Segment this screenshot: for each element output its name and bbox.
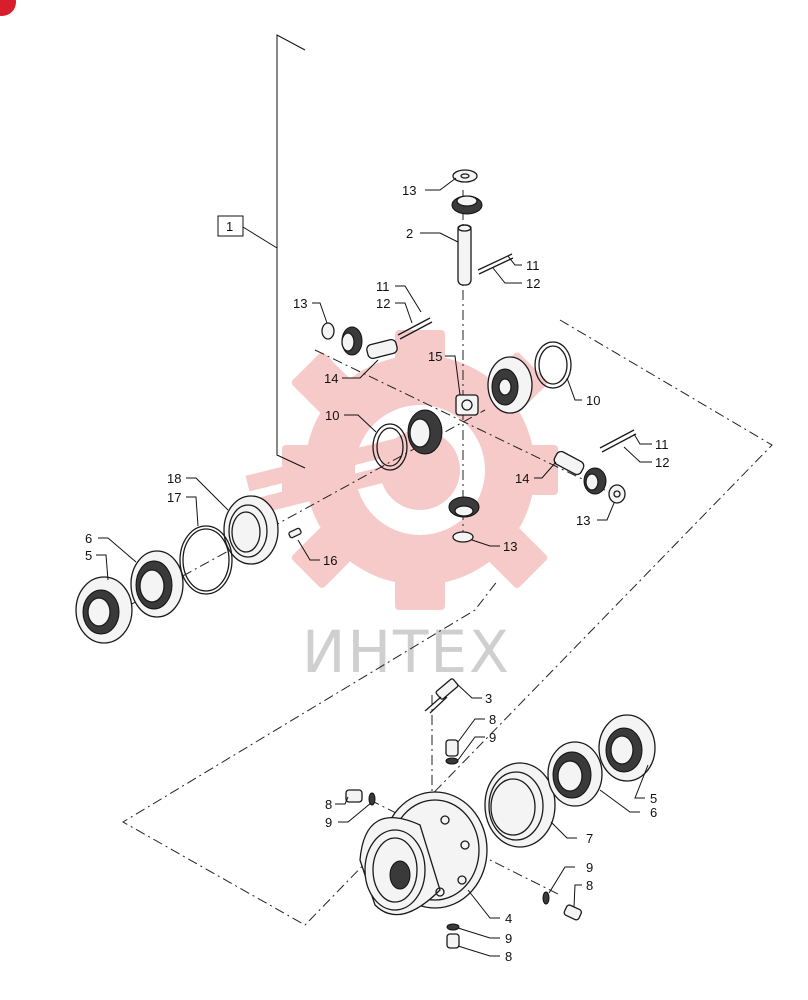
callout-9-bottom: 9 <box>505 931 512 946</box>
callout-8-left: 8 <box>325 797 332 812</box>
callout-13-bottom: 13 <box>503 539 517 554</box>
pin-left <box>397 317 433 340</box>
pinion-gear-left <box>341 326 363 356</box>
callout-18: 18 <box>167 471 181 486</box>
callout-2: 2 <box>406 226 413 241</box>
shaft-left <box>366 338 398 360</box>
callout-6-left: 6 <box>85 531 92 546</box>
washer-9-upper <box>445 757 459 765</box>
washer-9-left <box>368 792 376 806</box>
callout-14-left: 14 <box>324 371 338 386</box>
callout-14-right: 14 <box>515 471 529 486</box>
callout-12-left: 12 <box>376 296 390 311</box>
callout-labels: 13 2 11 12 11 12 13 14 15 10 10 11 12 14… <box>85 183 669 964</box>
ring-7 <box>484 762 556 848</box>
bolt-3 <box>424 678 459 714</box>
plug-8-bottom <box>446 933 460 949</box>
callout-11-right: 11 <box>655 437 669 452</box>
callout-8-bottom: 8 <box>505 949 512 964</box>
callout-7: 7 <box>586 831 593 846</box>
pin-right <box>599 429 637 453</box>
callout-13-top: 13 <box>402 183 416 198</box>
plug-8-right <box>563 904 583 921</box>
shaft-right <box>553 450 585 476</box>
callout-13-right: 13 <box>576 513 590 528</box>
pinion-gear-right <box>583 467 607 495</box>
washer-9-bottom <box>446 923 460 931</box>
assembly-label-box <box>217 215 244 237</box>
spider-block <box>455 394 479 416</box>
bearing-6-left <box>130 550 184 618</box>
corner-badge <box>0 0 16 16</box>
callout-11-left: 11 <box>376 279 390 294</box>
callout-8-right: 8 <box>586 878 593 893</box>
callout-9-upper: 9 <box>489 730 496 745</box>
side-gear-top <box>451 195 483 215</box>
thrust-washer-right <box>608 484 626 504</box>
snap-ring-17 <box>179 525 233 595</box>
callout-5-right: 5 <box>650 791 657 806</box>
bearing-race-5-left <box>75 576 133 644</box>
thrust-washer-top <box>452 169 478 183</box>
callout-4: 4 <box>505 911 512 926</box>
callout-13-left: 13 <box>293 296 307 311</box>
callout-11-top: 11 <box>526 258 540 273</box>
callout-17: 17 <box>167 490 181 505</box>
thrust-washer-left <box>321 322 335 340</box>
cross-shaft <box>457 224 472 286</box>
callout-15: 15 <box>428 349 442 364</box>
callout-12-right: 12 <box>655 455 669 470</box>
bearing-cup-18 <box>223 495 279 565</box>
shim-ring-right <box>534 341 572 389</box>
bearing-6-right <box>547 741 603 807</box>
assembly-bracket: 1 <box>217 34 306 469</box>
callout-6-right: 6 <box>650 805 657 820</box>
shim-ring-left <box>372 423 408 471</box>
plug-8-upper <box>445 739 459 757</box>
differential-housing-4 <box>359 791 488 916</box>
callout-12-top: 12 <box>526 276 540 291</box>
washer-9-right <box>542 891 550 905</box>
callout-16: 16 <box>323 553 337 568</box>
callout-10-left: 10 <box>325 408 339 423</box>
dowel-pin-16 <box>288 527 302 539</box>
callout-10-right: 10 <box>586 393 600 408</box>
roll-pin-upper <box>477 253 514 275</box>
leader-lines <box>96 177 652 957</box>
side-gear-bottom <box>448 496 480 518</box>
thrust-washer-bottom <box>452 531 474 543</box>
callout-9-right: 9 <box>586 860 593 875</box>
callout-8-upper: 8 <box>489 712 496 727</box>
callout-9-left: 9 <box>325 815 332 830</box>
watermark-text: ИНТЕХ <box>302 618 511 686</box>
callout-5-left: 5 <box>85 548 92 563</box>
assembly-label: 1 <box>226 219 233 234</box>
callout-3: 3 <box>485 691 492 706</box>
side-gear-left <box>407 409 443 455</box>
side-gear-right <box>487 356 533 414</box>
plug-8-left <box>345 789 363 803</box>
bearing-race-5-right <box>598 714 656 782</box>
